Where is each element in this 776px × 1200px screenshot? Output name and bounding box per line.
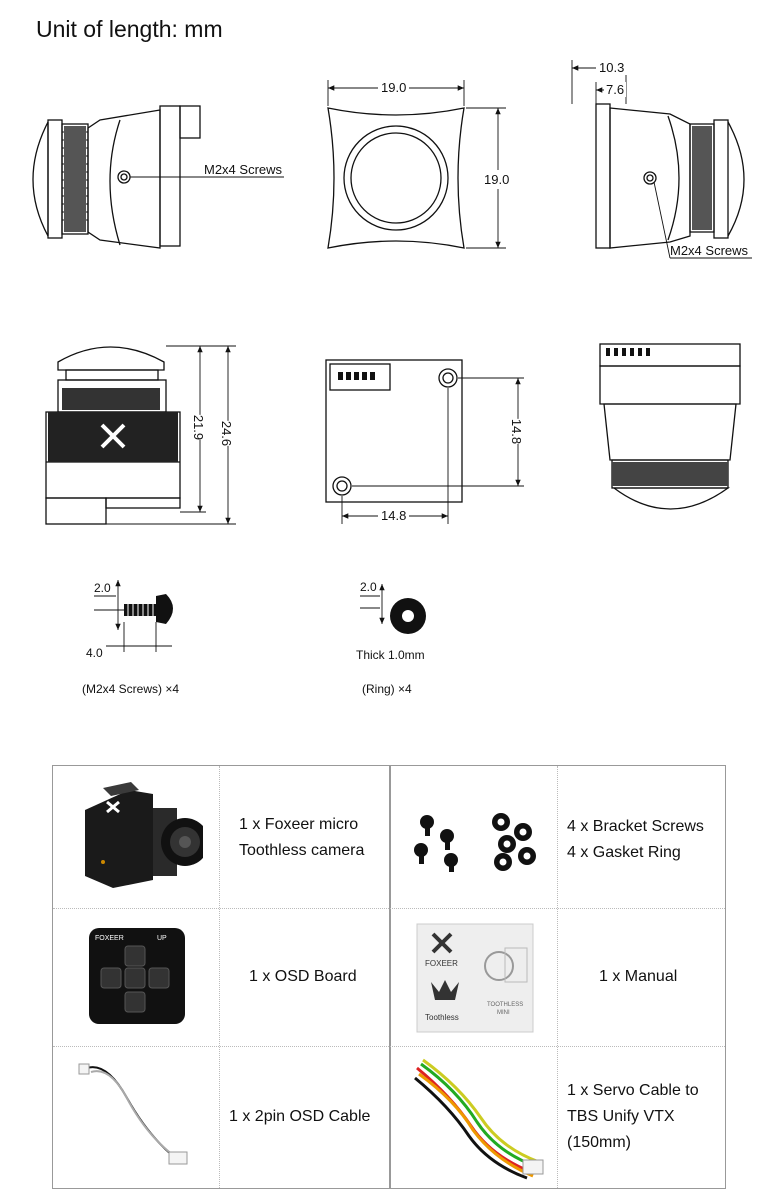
servo-cable-photo [414, 1058, 544, 1180]
camera-back-view [325, 359, 463, 503]
screws-and-rings-photo [414, 813, 536, 872]
camera-front-view [327, 107, 465, 249]
manual-model-small: TOOTHLESS [487, 1002, 523, 1008]
manual-model-sub: MINI [497, 1010, 510, 1016]
screws-item-text: 4 x Bracket Screws 4 x Gasket Ring [567, 818, 704, 861]
board-up-label: UP [157, 935, 167, 942]
manual-model-label: Toothless [425, 1013, 459, 1022]
osd-board-text: 1 x OSD Board [249, 968, 357, 985]
dim-hole-vertical: 14.8 [509, 418, 525, 445]
screw-head-dim: 2.0 [94, 581, 111, 595]
manual-brand-label: FOXEER [425, 959, 458, 968]
ring-size-dim: 2.0 [360, 580, 377, 594]
package-contents-table: 1 x Foxeer micro Toothless camera 4 x Br… [52, 765, 726, 1189]
dim-front-width: 19.0 [378, 80, 410, 95]
dim-side-depth-body: 7.6 [604, 82, 627, 97]
ring-drawing [390, 598, 426, 634]
osd-board-photo: FOXEER UP [89, 928, 185, 1024]
camera-details [48, 126, 728, 486]
screw-label-right: M2x4 Screws [670, 243, 749, 258]
screw-drawing [124, 594, 173, 624]
dim-height-body: 21.9 [191, 414, 207, 441]
osd-cable-text: 1 x 2pin OSD Cable [229, 1108, 371, 1125]
page-title: Unit of length: mm [36, 16, 223, 42]
manual-text: 1 x Manual [599, 968, 678, 985]
dim-hole-horizontal: 14.8 [378, 508, 410, 523]
camera-side-view-right [595, 103, 745, 249]
screw-length-dim: 4.0 [86, 646, 103, 660]
manual-photo: FOXEER Toothless TOOTHLESS MINI [416, 923, 534, 1033]
osd-cable-photo [78, 1063, 188, 1165]
technical-drawing [32, 60, 752, 652]
ring-thickness: Thick 1.0mm [356, 648, 425, 662]
screw-label-left: M2x4 Screws [204, 162, 283, 177]
screw-caption: (M2x4 Screws) ×4 [82, 682, 180, 696]
servo-cable-text: 1 x Servo Cable to TBS Unify VTX (150mm) [567, 1082, 699, 1151]
dim-front-height: 19.0 [484, 170, 510, 189]
board-brand-label: FOXEER [95, 935, 124, 942]
camera-item-text: 1 x Foxeer micro Toothless camera [239, 816, 365, 859]
dim-side-depth-total: 10.3 [596, 60, 628, 75]
ring-caption: (Ring) ×4 [362, 682, 412, 696]
dim-height-total: 24.6 [219, 420, 235, 447]
camera-photo [85, 782, 203, 888]
